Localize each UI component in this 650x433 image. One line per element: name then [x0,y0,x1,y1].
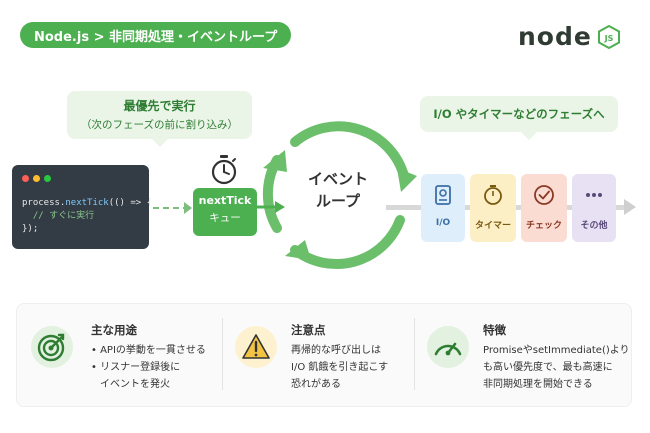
queue-label: キュー [209,212,241,224]
nodejs-logo: node JS [518,22,620,51]
usage-title: 主な用途 [91,323,137,337]
event-loop-cycle [262,121,417,269]
feature-column: 特徴 PromiseやsetImmediate()より も高い優先度で、最も高速… [415,304,631,406]
dashed-arrow-head [184,202,192,214]
warning-icon [235,326,277,368]
phase-timer: タイマー [470,174,516,242]
event-loop-line1: イベント [307,170,368,188]
target-icon [31,326,73,368]
priority-callout: 最優先で実行 （次のフェーズの前に割り込み） [67,91,252,147]
code-method: nextTick [65,198,109,208]
minimize-dot-icon [33,175,40,182]
phase-io-label: I/O [435,218,451,228]
column-divider [414,318,415,390]
caution-line: 恐れがある [291,379,341,390]
caution-line: I/O 飢餓を引き起こす [291,362,389,373]
code-text: process.nextTick(() => { // すぐに実行 }); [22,197,152,236]
queue-to-loop-arrow [257,201,285,213]
priority-callout-sub: （次のフェーズの前に割り込み） [81,119,238,131]
priority-callout-main: 最優先で実行 [123,99,196,113]
maximize-dot-icon [44,175,51,182]
usage-item: APIの挙動を一貫させる [91,342,206,359]
code-suffix: (() => { [108,198,153,208]
caution-column: 注意点 再帰的な呼び出しは I/O 飢餓を引き起こす 恐れがある [223,304,413,406]
gauge-icon [427,326,469,368]
feature-line: も高い優先度で、最も高速に [483,362,613,373]
nexttick-label: nextTick [198,194,252,207]
phase-other: その他 [572,174,616,242]
phase-io: I/O [421,174,465,242]
usage-item: イベントを発火 [100,379,170,390]
phases-callout-text: I/O やタイマーなどのフェーズへ [433,107,605,121]
page-title: Node.js > 非同期処理・イベントループ [20,22,292,48]
logo-badge: JS [603,34,613,43]
phase-track-arrow-head [624,199,636,215]
caution-title: 注意点 [291,323,326,337]
caution-line: 再帰的な呼び出しは [291,345,381,356]
caution-text: 再帰的な呼び出しは I/O 飢餓を引き起こす 恐れがある [291,342,388,393]
usage-column: 主な用途 APIの挙動を一貫させる リスナー登録後に イベントを発火 [17,304,222,406]
feature-title: 特徴 [483,323,506,337]
window-dots [22,175,51,182]
code-close: }); [22,224,39,234]
stopwatch-icon [484,185,502,205]
js-hexagon-icon: JS [597,24,620,49]
phase-check: チェック [521,174,567,242]
stopwatch-icon [211,155,237,185]
phases-callout: I/O やタイマーなどのフェーズへ [420,96,618,140]
feature-text: PromiseやsetImmediate()より も高い優先度で、最も高速に 非… [483,342,630,393]
logo-text: node [518,22,592,51]
event-loop-label: イベント ループ [298,168,378,212]
usage-list: APIの挙動を一貫させる リスナー登録後に イベントを発火 [91,342,206,393]
usage-item: リスナー登録後に [91,359,206,376]
info-panel: 主な用途 APIの挙動を一貫させる リスナー登録後に イベントを発火 注意点 再… [16,303,632,407]
phase-check-label: チェック [525,221,562,231]
phase-other-label: その他 [580,221,608,231]
feature-line: PromiseやsetImmediate()より [483,345,630,356]
close-dot-icon [22,175,29,182]
code-snippet: process.nextTick(() => { // すぐに実行 }); [12,165,152,249]
code-prefix: process. [22,198,66,208]
phase-timer-label: タイマー [474,221,511,231]
column-divider [222,318,223,390]
dashed-arrow-line [153,207,189,209]
check-circle-icon [534,185,554,205]
feature-line: 非同期処理を開始できる [483,379,593,390]
event-loop-line2: ループ [315,192,361,210]
disk-icon [435,185,451,205]
nexttick-queue: nextTick キュー [193,188,257,236]
code-comment: // すぐに実行 [22,211,95,221]
ellipsis-icon [586,193,602,197]
